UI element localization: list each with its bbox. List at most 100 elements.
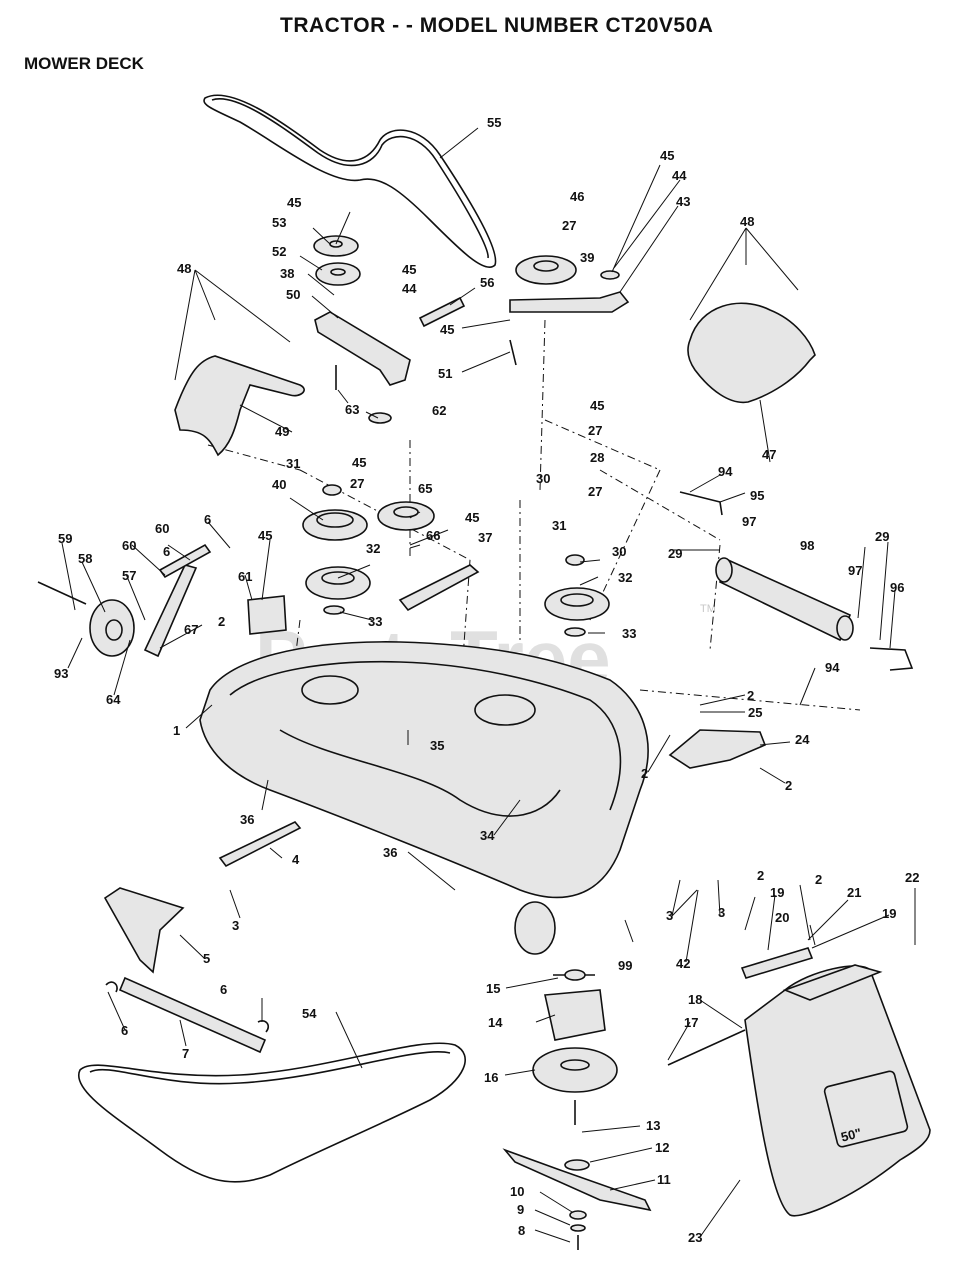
callout-30: 30 xyxy=(612,544,626,559)
pulley-65-inner xyxy=(393,506,419,518)
callout-47: 47 xyxy=(762,447,776,462)
callout-3: 3 xyxy=(718,905,725,920)
callout-45: 45 xyxy=(258,528,272,543)
pulley-32b-inner xyxy=(560,593,594,607)
washer-33b xyxy=(564,627,586,637)
bracket-96 xyxy=(869,647,914,671)
plate-5 xyxy=(103,887,185,974)
callout-6: 6 xyxy=(121,1023,128,1038)
callout-67: 67 xyxy=(184,622,198,637)
callout-39: 39 xyxy=(580,250,594,265)
callout-8: 8 xyxy=(518,1223,525,1238)
callout-12: 12 xyxy=(655,1140,669,1155)
gauge-wheel-58-hub xyxy=(105,619,123,641)
belt-55 xyxy=(203,94,497,268)
callout-45: 45 xyxy=(465,510,479,525)
callout-5: 5 xyxy=(203,951,210,966)
pulley-53 xyxy=(313,235,359,257)
callout-1: 1 xyxy=(173,723,180,738)
callout-27: 27 xyxy=(588,484,602,499)
callout-48: 48 xyxy=(177,261,191,276)
pulley-32a-inner xyxy=(321,571,355,585)
callout-20: 20 xyxy=(775,910,789,925)
callout-61: 61 xyxy=(238,569,252,584)
callout-2: 2 xyxy=(757,868,764,883)
roller-98-end-b xyxy=(836,615,854,641)
deck-badge-frame xyxy=(823,1070,909,1148)
plate-61 xyxy=(247,595,287,635)
callout-3: 3 xyxy=(232,918,239,933)
callout-32: 32 xyxy=(618,570,632,585)
callout-58: 58 xyxy=(78,551,92,566)
callout-31: 31 xyxy=(286,456,300,471)
callout-2: 2 xyxy=(785,778,792,793)
callout-93: 93 xyxy=(54,666,68,681)
callout-97: 97 xyxy=(848,563,862,578)
callout-6: 6 xyxy=(163,544,170,559)
callout-3: 3 xyxy=(666,908,673,923)
pulley-16-hub xyxy=(560,1059,590,1071)
pulley-40-inner xyxy=(316,512,354,528)
pulley-39 xyxy=(515,255,577,285)
page-title: TRACTOR - - MODEL NUMBER CT20V50A xyxy=(280,14,714,37)
callout-34: 34 xyxy=(480,828,495,843)
callout-32: 32 xyxy=(366,541,380,556)
spring-56 xyxy=(418,296,466,328)
callout-23: 23 xyxy=(688,1230,702,1245)
callout-18: 18 xyxy=(688,992,702,1007)
callout-95: 95 xyxy=(750,488,764,503)
adapter-12 xyxy=(564,1159,590,1171)
chute-23-top xyxy=(782,964,883,1001)
callout-7: 7 xyxy=(182,1046,189,1061)
rod-7 xyxy=(118,976,267,1054)
callout-2: 2 xyxy=(641,766,648,781)
callout-64: 64 xyxy=(106,692,121,707)
callout-59: 59 xyxy=(58,531,72,546)
callout-43: 43 xyxy=(676,194,690,209)
callout-35: 35 xyxy=(430,738,444,753)
bracket-37 xyxy=(398,564,480,612)
callout-37: 37 xyxy=(478,530,492,545)
callout-22: 22 xyxy=(905,870,919,885)
shield-49 xyxy=(174,355,305,457)
callout-51: 51 xyxy=(438,366,452,381)
callout-48: 48 xyxy=(740,214,754,229)
bracket-57 xyxy=(143,564,198,658)
callout-49: 49 xyxy=(275,424,289,439)
callout-45: 45 xyxy=(590,398,604,413)
callout-36: 36 xyxy=(240,812,254,827)
callout-36: 36 xyxy=(383,845,397,860)
pulley-32b xyxy=(544,587,610,621)
callout-27: 27 xyxy=(588,423,602,438)
baffle-24 xyxy=(668,729,767,769)
callout-46: 46 xyxy=(570,189,584,204)
deck-spindle-right xyxy=(474,694,536,726)
callout-28: 28 xyxy=(590,450,604,465)
callout-10: 10 xyxy=(510,1184,524,1199)
callout-2: 2 xyxy=(218,614,225,629)
idler-arm-43 xyxy=(509,291,630,313)
callout-63: 63 xyxy=(345,402,359,417)
washer-62 xyxy=(368,412,392,424)
callout-60: 60 xyxy=(155,521,169,536)
pulley-32a xyxy=(305,566,371,600)
pulley-52-hub xyxy=(330,268,346,276)
callout-11: 11 xyxy=(657,1172,671,1187)
callout-53: 53 xyxy=(272,215,286,230)
callout-29: 29 xyxy=(668,546,682,561)
belt-54-inner xyxy=(89,1051,451,1085)
callout-62: 62 xyxy=(432,403,446,418)
callout-19: 19 xyxy=(882,906,896,921)
callout-44: 44 xyxy=(672,168,687,183)
deck-rim xyxy=(229,660,622,811)
callout-45: 45 xyxy=(402,262,416,277)
callout-94: 94 xyxy=(825,660,840,675)
bolt-59 xyxy=(37,581,87,605)
callout-30: 30 xyxy=(536,471,550,486)
pin-6a xyxy=(105,981,118,993)
callout-40: 40 xyxy=(272,477,286,492)
callout-45: 45 xyxy=(660,148,674,163)
callout-27: 27 xyxy=(350,476,364,491)
callout-42: 42 xyxy=(676,956,690,971)
callout-16: 16 xyxy=(484,1070,498,1085)
